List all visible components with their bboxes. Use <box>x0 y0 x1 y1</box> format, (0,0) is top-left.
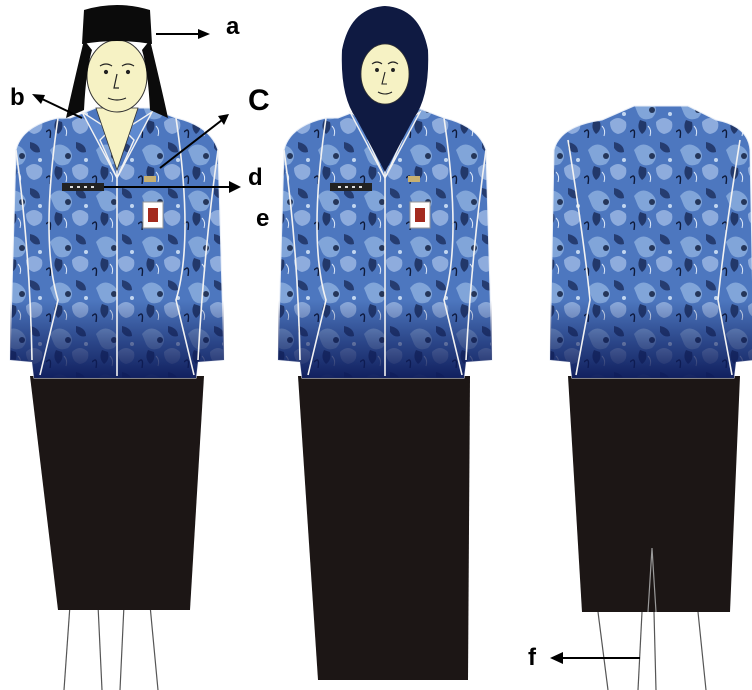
skirt-back-vent <box>647 547 657 613</box>
name-tag-text <box>338 186 362 188</box>
skirt <box>568 376 740 612</box>
callout-d-label: d <box>248 164 263 191</box>
batik-jacket-back <box>549 105 752 379</box>
name-tag <box>62 183 104 191</box>
hair <box>66 40 168 118</box>
skirt <box>298 376 470 680</box>
flag-badge-red <box>148 208 158 222</box>
facial-features <box>99 63 135 101</box>
arrow-b <box>32 94 83 119</box>
skirt <box>30 376 204 610</box>
callout-f-label: f <box>528 644 536 671</box>
figure-front-hijab <box>277 6 493 680</box>
name-tag <box>330 183 372 191</box>
callout-arrows <box>32 29 640 664</box>
batik-jacket <box>277 107 493 379</box>
arrow-c <box>159 114 229 169</box>
arrow-d <box>104 181 241 193</box>
arrow-a <box>156 29 210 39</box>
legs <box>597 611 707 690</box>
facial-features <box>371 61 399 95</box>
legs <box>63 604 159 690</box>
callout-e-label: e <box>256 205 270 232</box>
callout-b-label: b <box>10 84 25 111</box>
batik-jacket <box>9 107 225 379</box>
callout-a-label: a <box>226 13 240 40</box>
callout-c-label: C <box>248 84 270 117</box>
figure-front-cap <box>9 5 225 690</box>
arrow-f <box>550 652 640 664</box>
insignia-pin <box>408 176 420 182</box>
peci-cap-icon <box>82 5 152 44</box>
name-tag-text <box>70 186 94 188</box>
figure-back <box>549 105 752 690</box>
flag-badge-red <box>415 208 425 222</box>
insignia-pin <box>144 176 156 182</box>
